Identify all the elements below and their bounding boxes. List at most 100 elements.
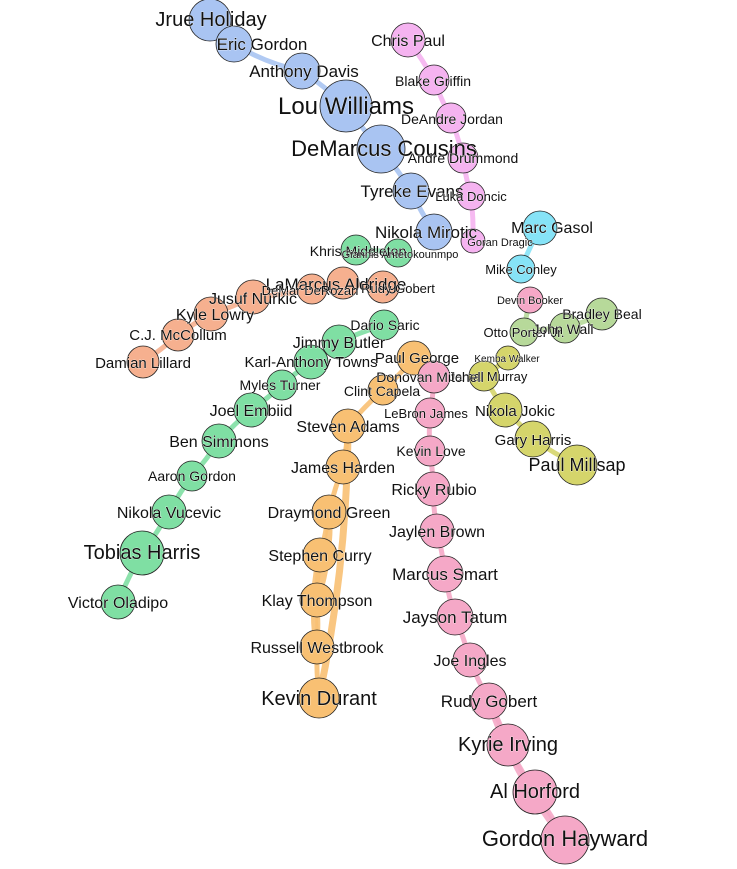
node-label-paul-millsap: Paul Millsap xyxy=(528,455,625,475)
node-aaron-gordon[interactable] xyxy=(176,460,208,492)
node-jaylen-brown[interactable] xyxy=(419,513,455,549)
node-steven-adams[interactable] xyxy=(330,408,366,444)
node-victor-oladipo[interactable] xyxy=(100,584,136,620)
node-anthony-davis[interactable] xyxy=(283,52,321,90)
node-c-j-mccollum[interactable] xyxy=(161,318,195,352)
node-nikola-jokic[interactable] xyxy=(487,392,523,428)
node-nikola-vucevic[interactable] xyxy=(151,494,187,530)
node-eric-gordon[interactable] xyxy=(215,25,253,63)
nodes-layer xyxy=(100,0,619,865)
node-kyle-lowry[interactable] xyxy=(193,296,229,332)
node-rudy-gobert[interactable] xyxy=(470,682,508,720)
node-label-paul-george: Paul George xyxy=(375,350,459,367)
node-clint-capela[interactable] xyxy=(367,374,399,406)
node-label-lamarcus-aldridge: LaMarcus Aldridge xyxy=(266,275,407,294)
node-jusuf-nurkic[interactable] xyxy=(235,279,271,315)
node-joe-ingles[interactable] xyxy=(452,642,488,678)
node-khris-middleton[interactable] xyxy=(340,234,372,266)
node-label-andre-drummond: Andre Drummond xyxy=(408,150,519,166)
node-label-anthony-davis: Anthony Davis xyxy=(249,62,359,81)
node-donovan-mitchell[interactable] xyxy=(417,360,451,394)
node-russell-westbrook[interactable] xyxy=(299,629,335,665)
node-label-nikola-jokic: Nikola Jokic xyxy=(475,403,556,420)
node-demar-derozan[interactable] xyxy=(296,273,328,305)
node-stephen-curry[interactable] xyxy=(302,537,338,573)
node-gary-harris[interactable] xyxy=(514,420,552,458)
node-james-harden[interactable] xyxy=(325,449,361,485)
node-ben-simmons[interactable] xyxy=(201,423,237,459)
node-label-khris-middleton: Khris Middleton xyxy=(310,243,407,259)
node-demarcus-cousins[interactable] xyxy=(356,124,406,174)
node-giannis-antetokounmpo[interactable] xyxy=(383,238,413,268)
node-label-dario-saric: Dario Saric xyxy=(350,317,419,333)
node-label-myles-turner: Myles Turner xyxy=(240,377,321,393)
node-jrue-holiday[interactable] xyxy=(188,0,232,42)
node-andre-drummond[interactable] xyxy=(447,142,479,174)
node-label-eric-gordon: Eric Gordon xyxy=(217,35,308,54)
node-label-devin-booker: Devin Booker xyxy=(497,295,563,307)
node-label-goran-dragic: Goran Dragic xyxy=(467,237,533,249)
node-label-giannis-antetokounmpo: Giannis Antetokounmpo xyxy=(342,249,459,261)
node-karl-anthony-towns[interactable] xyxy=(293,344,329,380)
node-kyrie-irving[interactable] xyxy=(486,723,530,767)
node-luka-doncic[interactable] xyxy=(456,181,486,211)
node-label-aaron-gordon: Aaron Gordon xyxy=(148,468,236,484)
node-label-donovan-mitchell: Donovan Mitchell xyxy=(376,369,483,385)
node-gordon-hayward[interactable] xyxy=(540,815,590,865)
node-label-draymond-green: Draymond Green xyxy=(268,505,391,522)
node-nikola-mirotic[interactable] xyxy=(415,213,453,251)
node-lou-williams[interactable] xyxy=(319,79,373,133)
node-label-luka-doncic: Luka Doncic xyxy=(435,189,507,204)
node-paul-millsap[interactable] xyxy=(556,444,598,486)
node-draymond-green[interactable] xyxy=(311,494,347,530)
node-chris-paul[interactable] xyxy=(390,22,426,58)
node-lebron-james[interactable] xyxy=(414,397,446,429)
node-kevin-love[interactable] xyxy=(414,435,446,467)
node-kevin-durant[interactable] xyxy=(298,677,340,719)
node-deandre-jordan[interactable] xyxy=(435,102,467,134)
node-tyreke-evans[interactable] xyxy=(392,172,430,210)
node-label-damian-lillard: Damian Lillard xyxy=(95,355,191,372)
node-lamarcus-aldridge[interactable] xyxy=(326,266,360,300)
node-label-marc-gasol: Marc Gasol xyxy=(511,220,593,237)
node-jamal-murray[interactable] xyxy=(468,360,500,392)
node-label-jimmy-butler: Jimmy Butler xyxy=(293,335,386,352)
node-label-tyreke-evans: Tyreke Evans xyxy=(361,182,464,201)
node-label-demarcus-cousins: DeMarcus Cousins xyxy=(291,136,477,161)
node-mike-conley[interactable] xyxy=(506,254,536,284)
node-label-jayson-tatum: Jayson Tatum xyxy=(403,608,508,627)
node-label-jamal-murray: Jamal Murray xyxy=(449,369,528,384)
node-label-joel-embiid: Joel Embiid xyxy=(210,403,293,420)
node-label-kevin-durant: Kevin Durant xyxy=(261,688,377,710)
node-tobias-harris[interactable] xyxy=(119,530,165,576)
node-bradley-beal[interactable] xyxy=(585,297,619,331)
node-devin-booker[interactable] xyxy=(516,286,544,314)
node-goran-dragic[interactable] xyxy=(460,228,486,254)
node-label-deandre-jordan: DeAndre Jordan xyxy=(401,111,503,127)
node-label-blake-griffin: Blake Griffin xyxy=(395,73,471,89)
node-kemba-walker[interactable] xyxy=(495,345,521,371)
node-john-wall[interactable] xyxy=(549,312,581,344)
node-joel-embiid[interactable] xyxy=(233,392,269,428)
node-al-horford[interactable] xyxy=(512,769,558,815)
node-klay-thompson[interactable] xyxy=(299,582,335,618)
node-label-chris-paul: Chris Paul xyxy=(371,33,445,50)
node-ricky-rubio[interactable] xyxy=(415,471,451,507)
node-rudy-gobert[interactable] xyxy=(366,270,400,304)
node-dario-saric[interactable] xyxy=(368,309,400,341)
node-label-karl-anthony-towns: Karl-Anthony Towns xyxy=(244,354,377,371)
node-myles-turner[interactable] xyxy=(266,369,298,401)
node-label-mike-conley: Mike Conley xyxy=(485,262,557,277)
node-jayson-tatum[interactable] xyxy=(436,598,474,636)
node-otto-porter-jr[interactable] xyxy=(509,317,539,347)
node-label-gary-harris: Gary Harris xyxy=(495,432,572,449)
node-label-ben-simmons: Ben Simmons xyxy=(169,434,269,451)
node-marcus-smart[interactable] xyxy=(426,555,464,593)
node-label-bradley-beal: Bradley Beal xyxy=(562,306,641,322)
node-damian-lillard[interactable] xyxy=(126,345,160,379)
node-label-tobias-harris: Tobias Harris xyxy=(84,542,201,564)
node-jimmy-butler[interactable] xyxy=(321,324,357,360)
node-blake-griffin[interactable] xyxy=(418,64,450,96)
node-marc-gasol[interactable] xyxy=(522,210,558,246)
